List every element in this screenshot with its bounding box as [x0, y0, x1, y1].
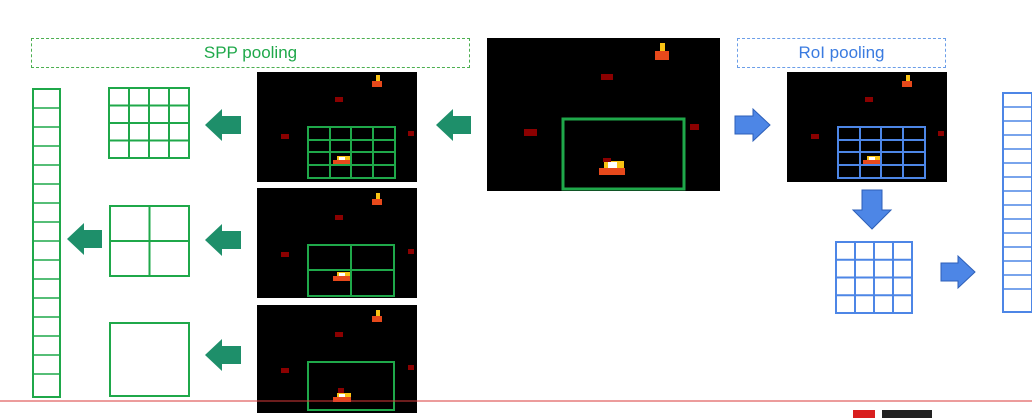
roi-pooling-title: RoI pooling	[737, 38, 946, 68]
arrow-left-icon	[205, 224, 241, 256]
logo	[853, 410, 932, 418]
roi-grid-4x4	[835, 241, 913, 314]
arrow-down-icon	[851, 189, 893, 230]
spp-output-vector	[32, 88, 61, 398]
arrow-right-icon	[734, 107, 771, 143]
spp-grid-1x1	[109, 322, 190, 397]
roi-output-vector	[1002, 92, 1032, 313]
spp-grid-2x2	[109, 205, 190, 277]
spp-grid-4x4	[108, 87, 190, 159]
roi-heatmap	[787, 72, 947, 182]
spp-pooling-title: SPP pooling	[31, 38, 470, 68]
arrow-left-icon	[67, 223, 102, 255]
spp-arrows	[67, 109, 471, 371]
arrow-left-icon	[436, 109, 471, 141]
spp-heatmap-2	[257, 188, 417, 298]
input-feature-map	[487, 38, 720, 191]
arrow-left-icon	[205, 339, 241, 371]
spp-heatmap-1	[257, 72, 417, 182]
roi-arrows	[734, 107, 976, 290]
arrow-right-icon	[940, 254, 976, 290]
spp-heatmap-3	[257, 305, 417, 413]
arrow-left-icon	[205, 109, 241, 141]
